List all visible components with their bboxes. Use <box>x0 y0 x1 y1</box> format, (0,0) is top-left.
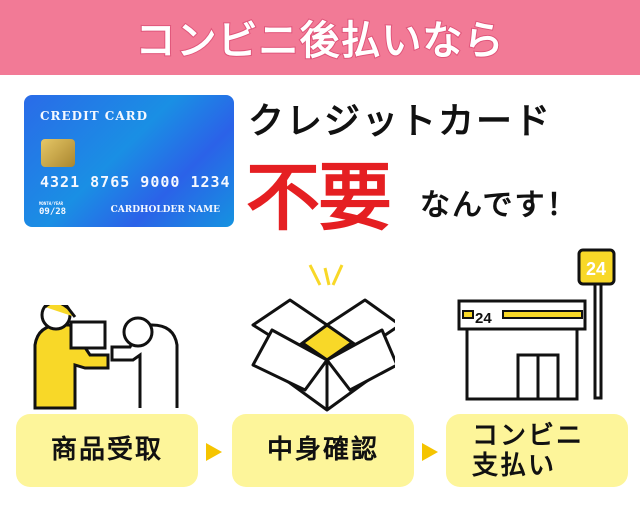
message-line1: クレジットカード <box>248 101 553 142</box>
step-receive-goods: 商品受取 <box>16 414 198 487</box>
message-line3: なんです！ <box>420 188 579 223</box>
card-number: 4321 8765 9000 1234 <box>40 173 231 191</box>
arrow-right-icon <box>206 443 222 461</box>
card-expiry: 09/28 <box>39 207 67 217</box>
open-box-icon <box>251 264 395 412</box>
convenience-store-icon: 24 24 <box>457 248 616 401</box>
expiry-label: MONTH/YEAR <box>39 201 64 206</box>
header-banner <box>0 0 640 75</box>
step-label: 商品受取 <box>50 435 163 465</box>
step-label: 中身確認 <box>266 435 379 465</box>
step-pay-at-store: コンビニ支払い <box>446 414 628 487</box>
credit-card-image: CREDIT CARD 4321 8765 9000 1234 MONTH/YE… <box>24 95 234 227</box>
header-title: コンビニ後払いなら <box>135 17 505 65</box>
step-check-contents: 中身確認 <box>232 414 414 487</box>
cardholder-name: CARDHOLDER NAME <box>110 205 220 215</box>
step-label: コンビニ支払い <box>472 420 585 481</box>
store-sign-text: 24 <box>586 259 606 279</box>
delivery-handoff-icon <box>33 305 179 410</box>
arrow-right-icon <box>422 443 438 461</box>
message-emphasis: 不要 <box>246 155 392 241</box>
card-label: CREDIT CARD <box>40 109 149 123</box>
chip-icon <box>41 139 75 167</box>
store-banner-text: 24 <box>475 310 492 327</box>
